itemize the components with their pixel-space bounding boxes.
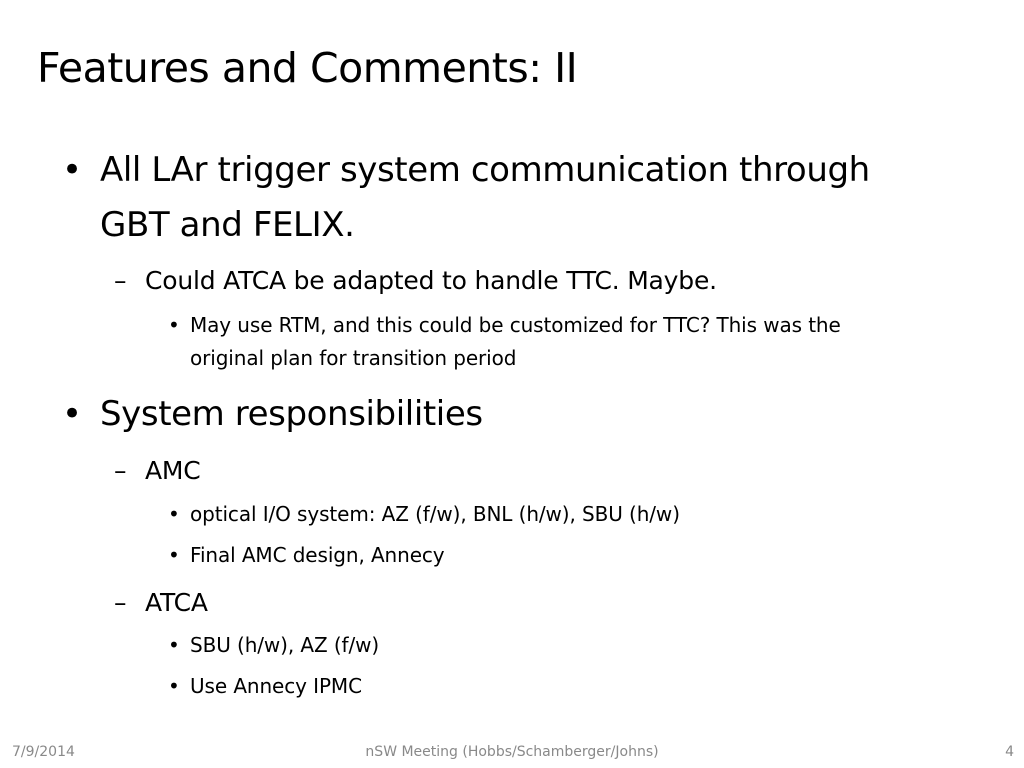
sub-bullet-text: AMC xyxy=(145,456,201,485)
slide-title: Features and Comments: II xyxy=(37,44,578,92)
dash-marker: – xyxy=(114,266,127,295)
bullet-marker: • xyxy=(62,394,82,434)
bullet-text-line: GBT and FELIX. xyxy=(100,205,355,245)
small-bullet-marker: • xyxy=(168,674,180,698)
sub-sub-bullet-text-line: Final AMC design, Annecy xyxy=(190,543,445,567)
bullet-marker: • xyxy=(62,150,82,190)
sub-sub-bullet-text-line: original plan for transition period xyxy=(190,346,517,370)
small-bullet-marker: • xyxy=(168,502,180,526)
footer-page-number: 4 xyxy=(1005,744,1014,760)
small-bullet-marker: • xyxy=(168,543,180,567)
footer-title: nSW Meeting (Hobbs/Schamberger/Johns) xyxy=(365,744,659,760)
small-bullet-marker: • xyxy=(168,313,180,337)
sub-sub-bullet-text-line: May use RTM, and this could be customize… xyxy=(190,313,841,337)
dash-marker: – xyxy=(114,456,127,485)
sub-sub-bullet-text-line: optical I/O system: AZ (f/w), BNL (h/w),… xyxy=(190,502,680,526)
footer-date: 7/9/2014 xyxy=(12,744,75,760)
sub-bullet-text: ATCA xyxy=(145,588,208,617)
sub-bullet-text: Could ATCA be adapted to handle TTC. May… xyxy=(145,266,717,295)
sub-sub-bullet-text-line: Use Annecy IPMC xyxy=(190,674,362,698)
dash-marker: – xyxy=(114,588,127,617)
bullet-text-line: System responsibilities xyxy=(100,394,483,434)
small-bullet-marker: • xyxy=(168,633,180,657)
sub-sub-bullet-text-line: SBU (h/w), AZ (f/w) xyxy=(190,633,380,657)
bullet-text-line: All LAr trigger system communication thr… xyxy=(100,150,870,190)
